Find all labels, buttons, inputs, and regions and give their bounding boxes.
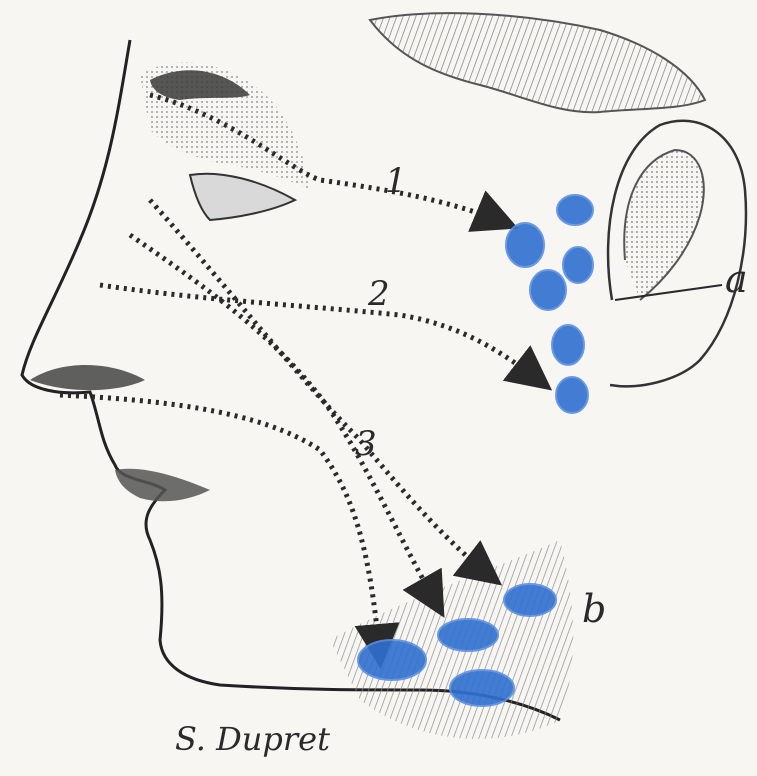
node	[556, 377, 588, 413]
hair	[370, 13, 705, 112]
node	[557, 195, 593, 225]
node	[504, 584, 556, 616]
node	[438, 619, 498, 651]
label-a: a	[725, 257, 748, 301]
ear-inner	[624, 150, 704, 300]
label-path-1: 1	[385, 161, 407, 201]
signature: S. Dupret	[175, 720, 330, 758]
node	[506, 223, 544, 267]
node	[552, 325, 584, 365]
pointer-a	[615, 285, 722, 300]
label-path-2: 2	[367, 274, 390, 314]
parotid-nodes	[506, 195, 593, 413]
node	[563, 247, 593, 283]
node	[530, 270, 566, 310]
lips	[115, 469, 210, 502]
node	[450, 670, 514, 706]
node	[358, 640, 426, 680]
eye	[190, 174, 295, 220]
label-path-3: 3	[355, 424, 377, 464]
label-b: b	[582, 587, 606, 631]
nostril	[30, 365, 145, 390]
